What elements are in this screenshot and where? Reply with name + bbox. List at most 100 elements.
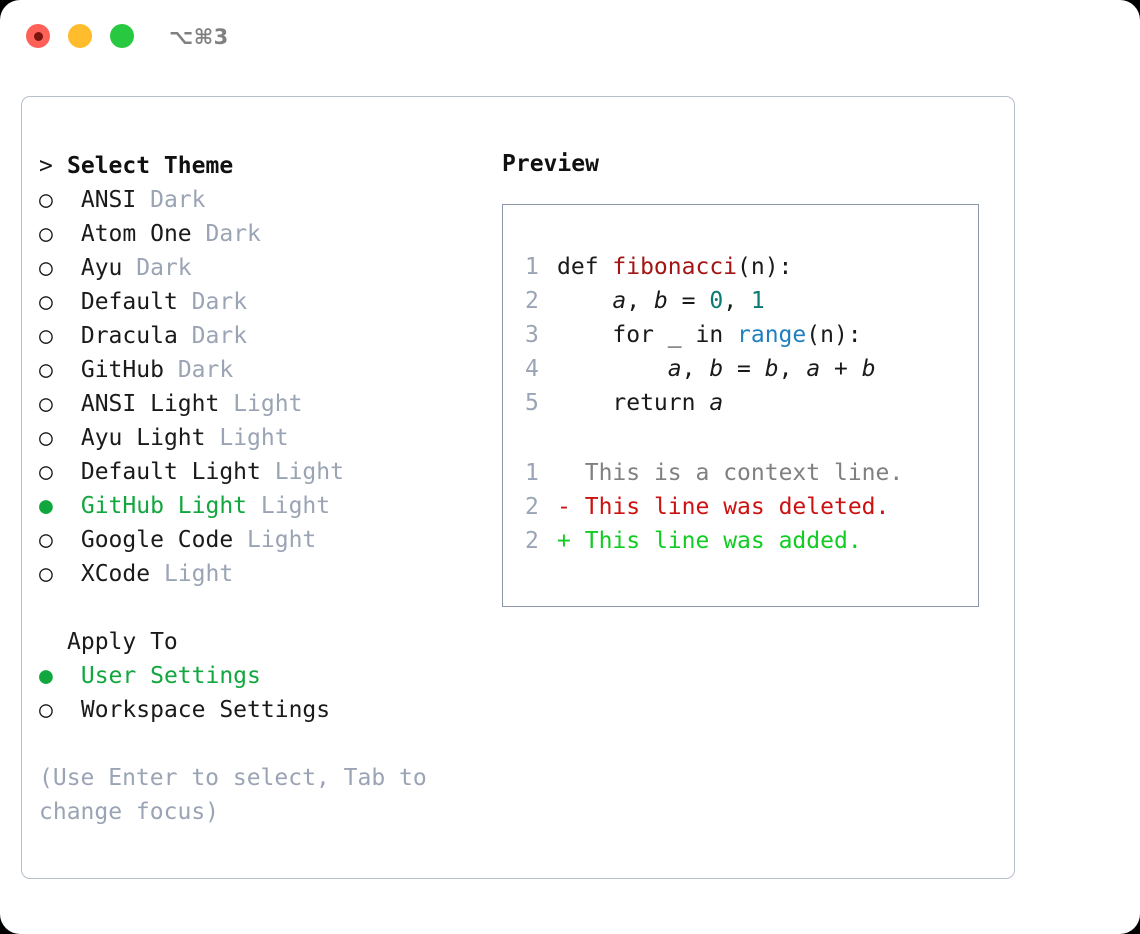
code-token: =	[723, 356, 765, 382]
theme-option-google-code-light[interactable]: ○ Google Code Light	[39, 523, 479, 557]
line-number: 1	[525, 460, 539, 486]
code-token: a	[709, 390, 724, 416]
diff-text: This is a context line.	[584, 460, 904, 486]
code-token: b	[861, 356, 876, 382]
theme-name-label: XCode	[80, 561, 151, 587]
apply-to-option-label: Workspace Settings	[80, 697, 331, 723]
theme-option-github-light[interactable]: ● GitHub Light Light	[39, 489, 479, 523]
apply-to-option-label: User Settings	[80, 663, 261, 689]
radio-icon: ○	[39, 187, 53, 213]
theme-option-ayu-light[interactable]: ○ Ayu Light Light	[39, 421, 479, 455]
line-number: 2	[525, 528, 539, 554]
theme-category-label: Dark	[191, 289, 248, 315]
theme-category-label: Dark	[205, 221, 261, 247]
theme-category-label: Dark	[150, 187, 206, 213]
diff-line-context: 1 This is a context line.	[525, 456, 978, 490]
theme-category-label: Light	[247, 527, 317, 553]
code-token: ,	[778, 356, 807, 382]
theme-option-ayu-dark[interactable]: ○ Ayu Dark	[39, 251, 479, 285]
prompt-marker-icon: >	[39, 153, 67, 179]
code-token: a	[612, 288, 627, 314]
select-theme-label: Select Theme	[67, 153, 234, 179]
radio-icon: ○	[39, 697, 53, 723]
theme-name-label: Ayu Light	[80, 425, 206, 451]
radio-icon: ○	[39, 357, 53, 383]
radio-icon: ○	[39, 459, 53, 485]
theme-name-label: Ayu	[80, 255, 123, 281]
code-line: 3 for _ in range(n):	[525, 318, 978, 352]
minimize-button[interactable]	[68, 24, 92, 48]
code-token: ,	[723, 288, 751, 314]
line-number: 3	[525, 322, 539, 348]
theme-name-label: Google Code	[80, 527, 234, 553]
code-token: def	[557, 254, 613, 280]
diff-sign: -	[557, 494, 571, 520]
keyboard-shortcut-label: ⌥⌘3	[169, 25, 229, 49]
maximize-button[interactable]	[110, 24, 134, 48]
code-token: b	[653, 288, 668, 314]
diff-sign: +	[557, 528, 571, 554]
theme-option-default-dark[interactable]: ○ Default Dark	[39, 285, 479, 319]
code-token: a	[667, 356, 682, 382]
diff-sign	[557, 460, 571, 486]
radio-icon: ○	[39, 255, 53, 281]
radio-icon-selected: ●	[39, 493, 53, 519]
theme-name-label: ANSI Light	[80, 391, 220, 417]
code-token	[557, 288, 612, 314]
theme-option-github-dark[interactable]: ○ GitHub Dark	[39, 353, 479, 387]
apply-to-option-workspace-settings[interactable]: ○ Workspace Settings	[39, 693, 479, 727]
code-line: 4 a, b = b, a + b	[525, 352, 978, 386]
theme-category-label: Light	[163, 561, 234, 587]
code-token: (n):	[806, 322, 862, 348]
code-token: range	[737, 322, 807, 348]
page-title: > Select Theme	[39, 149, 479, 183]
theme-list-column: > Select Theme ○ ANSI Dark ○ Atom One Da…	[39, 149, 479, 829]
code-token: =	[667, 288, 710, 314]
theme-option-atom-one-dark[interactable]: ○ Atom One Dark	[39, 217, 479, 251]
theme-name-label: Default	[80, 289, 178, 315]
theme-name-label: GitHub Light	[80, 493, 248, 519]
theme-name-label: GitHub	[80, 357, 164, 383]
radio-icon: ○	[39, 323, 53, 349]
diff-line-added: 2+ This line was added.	[525, 524, 978, 558]
code-token: b	[709, 356, 724, 382]
code-line: 2 a, b = 0, 1	[525, 284, 978, 318]
theme-category-label: Dark	[177, 357, 234, 383]
code-token: b	[764, 356, 779, 382]
apply-to-label: Apply To	[67, 629, 178, 655]
theme-option-default-light[interactable]: ○ Default Light Light	[39, 455, 479, 489]
traffic-light-group	[26, 24, 134, 48]
theme-option-ansi-dark[interactable]: ○ ANSI Dark	[39, 183, 479, 217]
list-spacer	[39, 591, 479, 625]
line-number: 1	[525, 254, 539, 280]
diff-text: This line was deleted.	[584, 494, 890, 520]
theme-option-ansi-light[interactable]: ○ ANSI Light Light	[39, 387, 479, 421]
radio-icon: ○	[39, 289, 53, 315]
theme-option-dracula-dark[interactable]: ○ Dracula Dark	[39, 319, 479, 353]
keyboard-hint-line-2: change focus)	[39, 799, 220, 825]
code-token: ,	[626, 288, 654, 314]
theme-category-label: Light	[233, 391, 303, 417]
preview-gap	[525, 420, 978, 456]
close-icon	[33, 31, 43, 41]
theme-category-label: Light	[274, 459, 344, 485]
theme-name-label: ANSI	[80, 187, 137, 213]
theme-category-label: Dark	[191, 323, 248, 349]
title-bar: ⌥⌘3	[0, 0, 1140, 78]
hint-spacer	[39, 727, 479, 761]
theme-name-label: Default Light	[80, 459, 261, 485]
apply-to-option-user-settings[interactable]: ● User Settings	[39, 659, 479, 693]
code-token: +	[820, 356, 862, 382]
code-token	[557, 356, 668, 382]
code-token: (n):	[737, 254, 793, 280]
code-token: 0	[709, 288, 724, 314]
theme-option-xcode-light[interactable]: ○ XCode Light	[39, 557, 479, 591]
apply-to-heading: Apply To	[39, 625, 479, 659]
code-line: 5 return a	[525, 386, 978, 420]
radio-icon: ○	[39, 425, 53, 451]
close-button[interactable]	[26, 24, 50, 48]
theme-name-label: Dracula	[80, 323, 178, 349]
theme-category-label: Light	[260, 493, 331, 519]
